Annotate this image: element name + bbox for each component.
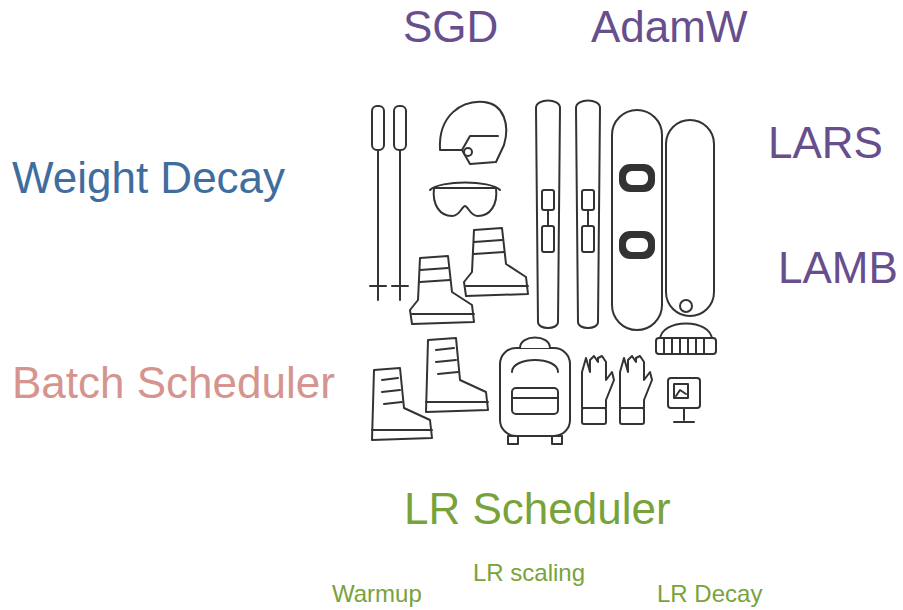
technique-label: LR Scheduler <box>404 484 671 535</box>
optimizer-label: SGD <box>403 2 498 53</box>
snowboards <box>612 110 714 330</box>
sub-label: LR scaling <box>473 559 585 587</box>
sub-label: Warmup <box>332 580 422 608</box>
technique-label: Weight Decay <box>12 153 285 204</box>
goggles <box>430 183 500 217</box>
sub-label: LR Decay <box>657 580 762 608</box>
optimizer-label: AdamW <box>591 2 747 53</box>
backpack <box>500 338 570 445</box>
ski-boots <box>410 228 528 324</box>
ski-pass-device <box>668 378 700 422</box>
optimizer-label: LAMB <box>778 243 898 294</box>
technique-label: Batch Scheduler <box>12 358 335 409</box>
optimizer-label: LARS <box>768 118 883 169</box>
ski-poles <box>370 106 408 300</box>
skis <box>536 101 600 329</box>
snowboard-boots <box>372 338 488 440</box>
gloves <box>582 356 652 424</box>
helmet <box>440 102 506 164</box>
beanie <box>656 300 716 354</box>
